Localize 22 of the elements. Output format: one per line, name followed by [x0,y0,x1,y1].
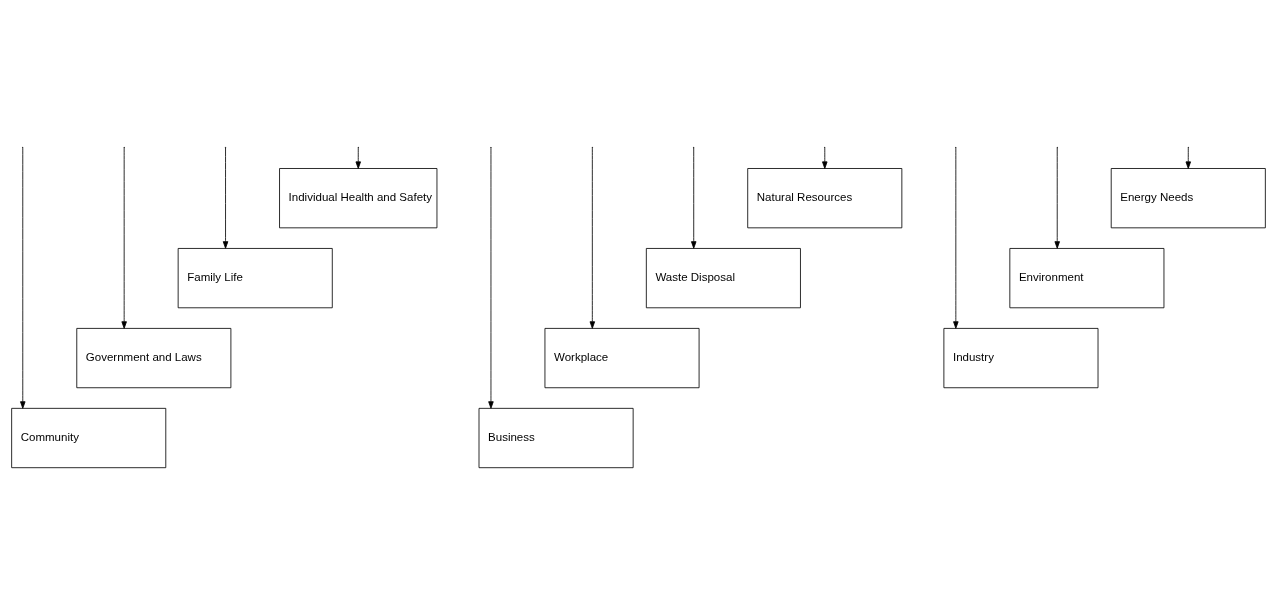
node-box: Natural Resources [747,168,903,229]
arrow [822,147,828,169]
node-box: Individual Health and Safety [279,168,438,229]
node-box: Energy Needs [1110,168,1266,229]
node-box: Industry [943,328,1099,389]
arrow [691,147,697,249]
node-box: Environment [1009,248,1165,309]
arrow [20,147,26,409]
arrow [222,147,229,249]
arrow [1054,147,1060,249]
node-box: Workplace [544,328,700,389]
node-box: Community [11,407,167,469]
node-box: Waste Disposal [645,248,801,309]
arrow [953,147,959,329]
arrow [121,147,127,329]
arrow [355,147,361,169]
arrow [1185,147,1191,169]
node-box: Business [478,407,634,469]
node-box: Government and Laws [76,328,232,389]
arrow [589,147,596,329]
node-box: Family Life [177,248,333,309]
arrow [488,147,494,409]
